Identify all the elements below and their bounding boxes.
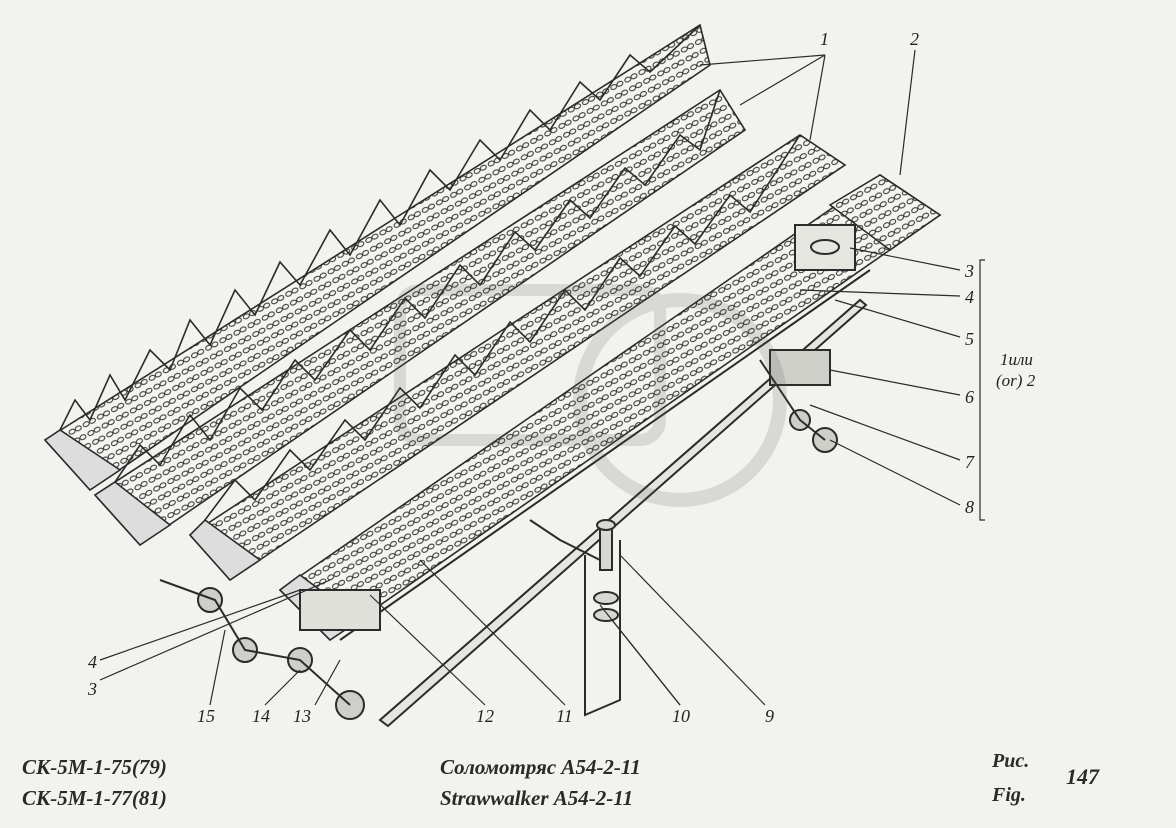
- callout-4-right: 4: [965, 287, 974, 307]
- callout-4-left: 4: [88, 652, 97, 672]
- callout-13: 13: [293, 706, 311, 726]
- callout-6: 6: [965, 387, 974, 407]
- walker-section-1: [43, 23, 711, 492]
- model-line-2: СК-5М-1-77(81): [22, 786, 167, 810]
- callout-14: 14: [252, 706, 270, 726]
- group-label-line2: (or) 2: [996, 371, 1036, 390]
- fig-label-en: Fig.: [992, 784, 1026, 806]
- callout-1: 1: [820, 29, 829, 49]
- bolt-and-washers: [593, 519, 619, 622]
- callout-8: 8: [965, 497, 974, 517]
- callout-7: 7: [965, 452, 974, 472]
- crank-assembly-left: [159, 579, 381, 720]
- model-line-1: СК-5М-1-75(79): [22, 755, 167, 779]
- callout-3-right: 3: [965, 261, 974, 281]
- figure-number: 147: [1066, 764, 1099, 789]
- callout-9: 9: [765, 706, 774, 726]
- walker-section-2: [93, 88, 747, 547]
- callout-5: 5: [965, 329, 974, 349]
- title-ru: Соломотряс А54-2-11: [440, 755, 641, 779]
- callout-10: 10: [672, 706, 690, 726]
- crank-assembly-right: [759, 224, 856, 453]
- walker-section-3: [188, 134, 847, 582]
- callout-12: 12: [476, 706, 494, 726]
- callout-15: 15: [197, 706, 215, 726]
- title-en: Strawwalker А54-2-11: [440, 786, 634, 810]
- callout-3-left: 3: [88, 679, 97, 699]
- callout-11: 11: [556, 706, 573, 726]
- leader-lines: [99, 49, 985, 706]
- fig-label-ru: Рис.: [992, 750, 1030, 772]
- group-label-line1: 1или: [1000, 350, 1033, 369]
- callout-2: 2: [910, 29, 919, 49]
- frame-rail: [339, 269, 871, 728]
